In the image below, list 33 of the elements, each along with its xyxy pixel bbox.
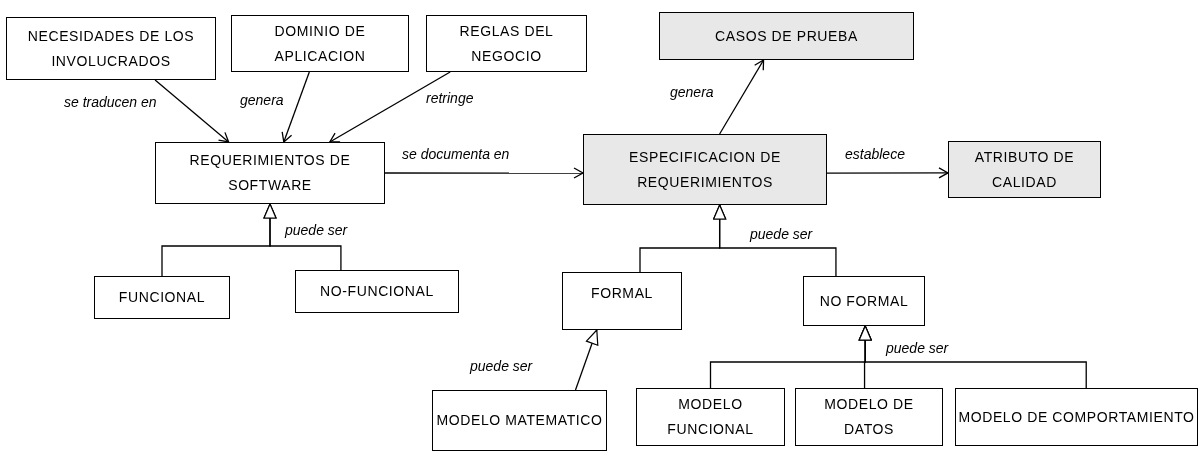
arrow — [384, 167, 584, 179]
arrow — [329, 71, 451, 143]
edge-label: se documenta en — [400, 146, 512, 162]
arrow — [719, 59, 765, 135]
arrow — [154, 79, 230, 143]
concept-box: NECESIDADES DE LOS INVOLUCRADOS — [6, 17, 216, 80]
generalization-arrow — [263, 203, 342, 271]
concept-box: CASOS DE PRUEBA — [659, 12, 914, 60]
edge-label: se traducen en — [62, 94, 159, 110]
edge-label: establece — [843, 146, 907, 162]
concept-box: MODELO MATEMATICO — [432, 390, 607, 451]
concept-box: FUNCIONAL — [94, 276, 230, 319]
edge-label: puede ser — [748, 226, 815, 242]
edge-label: puede ser — [283, 222, 350, 238]
concept-box: MODELO FUNCIONAL — [636, 388, 785, 446]
generalization-arrow — [574, 329, 599, 391]
concept-box: NO-FUNCIONAL — [295, 270, 459, 313]
concept-box: FORMAL — [562, 272, 682, 330]
generalization-arrow — [858, 325, 1087, 389]
edge-label: puede ser — [884, 340, 951, 356]
concept-box: DOMINIO DE APLICACION — [231, 15, 409, 72]
arrow — [281, 71, 310, 143]
concept-box: ATRIBUTO DE CALIDAD — [948, 141, 1101, 198]
concept-box: NO FORMAL — [803, 276, 925, 326]
concept-box: REQUERIMIENTOS DE SOFTWARE — [155, 142, 385, 204]
concept-box: REGLAS DEL NEGOCIO — [426, 15, 587, 72]
arrow — [826, 167, 949, 179]
generalization-arrow — [713, 204, 837, 277]
concept-box: ESPECIFICACION DE REQUERIMIENTOS — [583, 134, 827, 205]
edge-label: retringe — [424, 90, 476, 106]
concept-box: MODELO DE DATOS — [795, 388, 943, 446]
edge-label: puede ser — [468, 358, 535, 374]
concept-box: MODELO DE COMPORTAMIENTO — [955, 388, 1198, 446]
